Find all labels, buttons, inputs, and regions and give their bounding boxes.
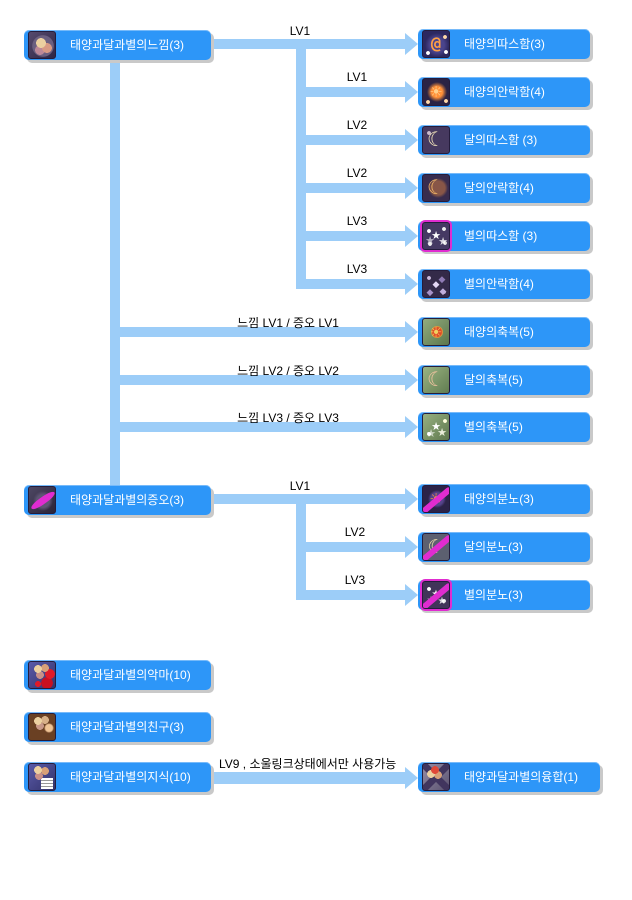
skill-node-label: 별의축복(5) [464, 420, 523, 434]
connector-label: 느낌 LV3 / 증오 LV3 [237, 411, 339, 425]
skill-node-star-warmth[interactable]: 별의따스함 (3) [418, 221, 590, 251]
connector-arrow-line [296, 183, 405, 193]
arrowhead-icon [405, 321, 418, 343]
skill-node-label: 달의축복(5) [464, 373, 523, 387]
connector-arrow-line [296, 542, 405, 552]
connector-arrow-line [110, 327, 405, 337]
connector-label: LV2 [346, 166, 368, 180]
skill-node-moon-comfort[interactable]: 달의안락함(4) [418, 173, 590, 203]
skill-node-label: 달의안락함(4) [464, 181, 534, 195]
stars-slash-icon [422, 581, 450, 609]
skill-node-label: 달의따스함 (3) [464, 133, 538, 147]
connector-label: LV1 [289, 24, 311, 38]
orbs-faces-icon [28, 713, 56, 741]
skill-node-label: 태양의따스함(3) [464, 37, 545, 51]
moon-blessing-icon [422, 366, 450, 394]
orbs-book-icon [28, 763, 56, 791]
arrowhead-icon [405, 488, 418, 510]
skill-node-label: 태양의분노(3) [464, 492, 534, 506]
connector-arrow-line [296, 279, 405, 289]
skill-node-label: 태양과달과별의증오(3) [70, 493, 185, 507]
glowing-sun-icon [422, 78, 450, 106]
skill-node-label: 태양과달과별의느낌(3) [70, 38, 185, 52]
arrowhead-icon [405, 33, 418, 55]
connector-arrow-line [110, 422, 405, 432]
connector-label: LV3 [346, 262, 368, 276]
connector-label: LV1 [346, 70, 368, 84]
connector-line [296, 39, 306, 289]
skill-node-label: 태양과달과별의친구(3) [70, 720, 185, 734]
arrowhead-icon [405, 767, 418, 789]
arrowhead-icon [405, 536, 418, 558]
connector-label: 느낌 LV1 / 증오 LV1 [237, 316, 339, 330]
skill-node-friend[interactable]: 태양과달과별의친구(3) [24, 712, 211, 742]
three-orbs-icon [28, 31, 56, 59]
skill-node-sun-comfort[interactable]: 태양의안락함(4) [418, 77, 590, 107]
moon-slash-icon [422, 533, 450, 561]
skill-node-star-comfort[interactable]: 별의안락함(4) [418, 269, 590, 299]
crescent-moon-icon [422, 126, 450, 154]
connector-label: LV1 [289, 479, 311, 493]
skill-node-star-blessing[interactable]: 별의축복(5) [418, 412, 590, 442]
connector-arrow-line [110, 375, 405, 385]
skill-node-label: 별의분노(3) [464, 588, 523, 602]
glowing-crescent-icon [422, 174, 450, 202]
sun-spiral-icon [422, 30, 450, 58]
orbs-cross-icon [422, 763, 450, 791]
connector-label: LV3 [344, 573, 366, 587]
skill-node-knowledge[interactable]: 태양과달과별의지식(10) [24, 762, 211, 792]
connector-arrow-line [211, 772, 405, 784]
stars-blessing-icon [422, 413, 450, 441]
skill-node-sun-fury[interactable]: 태양의분노(3) [418, 484, 590, 514]
orbs-demon-icon [28, 661, 56, 689]
arrowhead-icon [405, 273, 418, 295]
magenta-swirl-icon [28, 486, 56, 514]
connector-arrow-line [211, 494, 405, 504]
arrowhead-icon [405, 584, 418, 606]
connector-arrow-line [211, 39, 405, 49]
skill-node-fusion[interactable]: 태양과달과별의융합(1) [418, 762, 600, 792]
connector-label: LV9 , 소울링크상태에서만 사용가능 [219, 757, 397, 771]
skill-node-label: 태양과달과별의융합(1) [464, 770, 579, 784]
skill-node-label: 달의분노(3) [464, 540, 523, 554]
connector-line [110, 59, 120, 485]
connector-arrow-line [296, 135, 405, 145]
sun-slash-icon [422, 485, 450, 513]
skill-node-star-fury[interactable]: 별의분노(3) [418, 580, 590, 610]
connector-label: LV2 [344, 525, 366, 539]
skill-node-demon[interactable]: 태양과달과별의악마(10) [24, 660, 211, 690]
skill-node-moon-blessing[interactable]: 달의축복(5) [418, 365, 590, 395]
sun-blessing-icon [422, 318, 450, 346]
skill-node-moon-warmth[interactable]: 달의따스함 (3) [418, 125, 590, 155]
skill-node-label: 별의안락함(4) [464, 277, 534, 291]
arrowhead-icon [405, 177, 418, 199]
connector-label: 느낌 LV2 / 증오 LV2 [237, 364, 339, 378]
connector-label: LV2 [346, 118, 368, 132]
connector-arrow-line [296, 87, 405, 97]
skill-node-moon-fury[interactable]: 달의분노(3) [418, 532, 590, 562]
sparkles-icon [422, 270, 450, 298]
arrowhead-icon [405, 129, 418, 151]
connector-label: LV3 [346, 214, 368, 228]
skill-node-hatred[interactable]: 태양과달과별의증오(3) [24, 485, 211, 515]
skill-node-label: 태양과달과별의악마(10) [70, 668, 191, 682]
arrowhead-icon [405, 225, 418, 247]
skill-node-sun-blessing[interactable]: 태양의축복(5) [418, 317, 590, 347]
connector-arrow-line [296, 590, 405, 600]
connector-arrow-line [296, 231, 405, 241]
skill-node-feeling[interactable]: 태양과달과별의느낌(3) [24, 30, 211, 60]
arrowhead-icon [405, 369, 418, 391]
skill-node-label: 별의따스함 (3) [464, 229, 538, 243]
skill-node-label: 태양의축복(5) [464, 325, 534, 339]
skill-node-label: 태양의안락함(4) [464, 85, 545, 99]
skill-node-sun-warmth[interactable]: 태양의따스함(3) [418, 29, 590, 59]
stars-icon [422, 222, 450, 250]
arrowhead-icon [405, 416, 418, 438]
skill-node-label: 태양과달과별의지식(10) [70, 770, 191, 784]
arrowhead-icon [405, 81, 418, 103]
